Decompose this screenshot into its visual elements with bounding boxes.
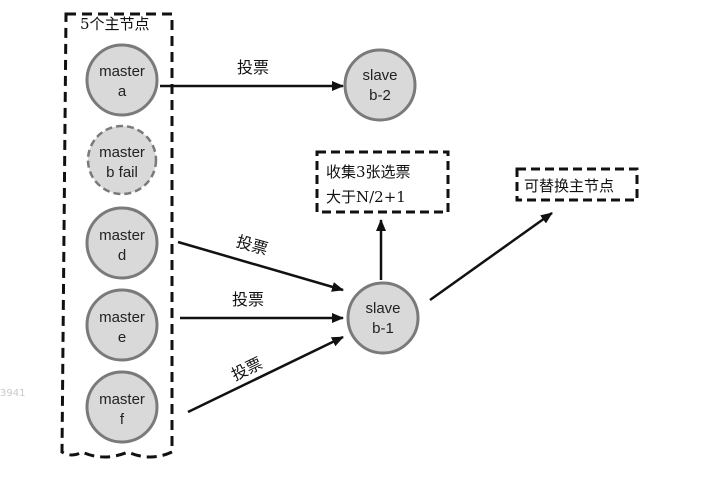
svg-text:b fail: b fail — [106, 164, 138, 181]
slave-node-b-1: slave b-1 — [346, 281, 420, 355]
svg-text:master: master — [99, 227, 145, 244]
vote-label-a: 投票 — [237, 58, 269, 77]
vote-label-e: 投票 — [232, 290, 264, 309]
vote-arrow-f — [187, 335, 344, 414]
svg-text:slave: slave — [365, 300, 400, 317]
slave-node-b-2: slave b-2 — [343, 48, 417, 122]
svg-text:收集3张选票: 收集3张选票 — [326, 163, 411, 181]
master-node-b-fail: master b fail — [86, 124, 158, 196]
master-group-title: 5个主节点 — [80, 15, 150, 33]
svg-text:master: master — [99, 63, 145, 80]
arrow-to-replace-box — [429, 211, 553, 302]
svg-text:e: e — [118, 329, 126, 346]
master-group-border — [60, 12, 174, 459]
svg-text:大于N/2+1: 大于N/2+1 — [326, 188, 406, 206]
master-node-f: master f — [85, 370, 159, 444]
svg-text:master: master — [99, 309, 145, 326]
replace-master-box: 可替换主节点 — [515, 167, 639, 202]
collect-votes-box: 收集3张选票 大于N/2+1 — [315, 150, 450, 214]
svg-text:可替换主节点: 可替换主节点 — [524, 177, 614, 195]
vote-label-d: 投票 — [234, 232, 270, 259]
svg-text:f: f — [120, 411, 125, 428]
svg-text:b-1: b-1 — [372, 320, 394, 337]
master-node-d: master d — [85, 206, 159, 280]
svg-text:b-2: b-2 — [369, 87, 391, 104]
vote-arrow-d — [177, 240, 344, 292]
master-node-e: master e — [85, 288, 159, 362]
svg-text:d: d — [118, 247, 126, 264]
svg-text:slave: slave — [362, 67, 397, 84]
watermark-text: 3941 — [0, 388, 25, 399]
svg-text:master: master — [99, 391, 145, 408]
vote-label-f: 投票 — [228, 354, 265, 385]
svg-text:a: a — [118, 83, 127, 100]
svg-text:master: master — [99, 144, 145, 161]
master-node-a: master a — [85, 43, 159, 117]
